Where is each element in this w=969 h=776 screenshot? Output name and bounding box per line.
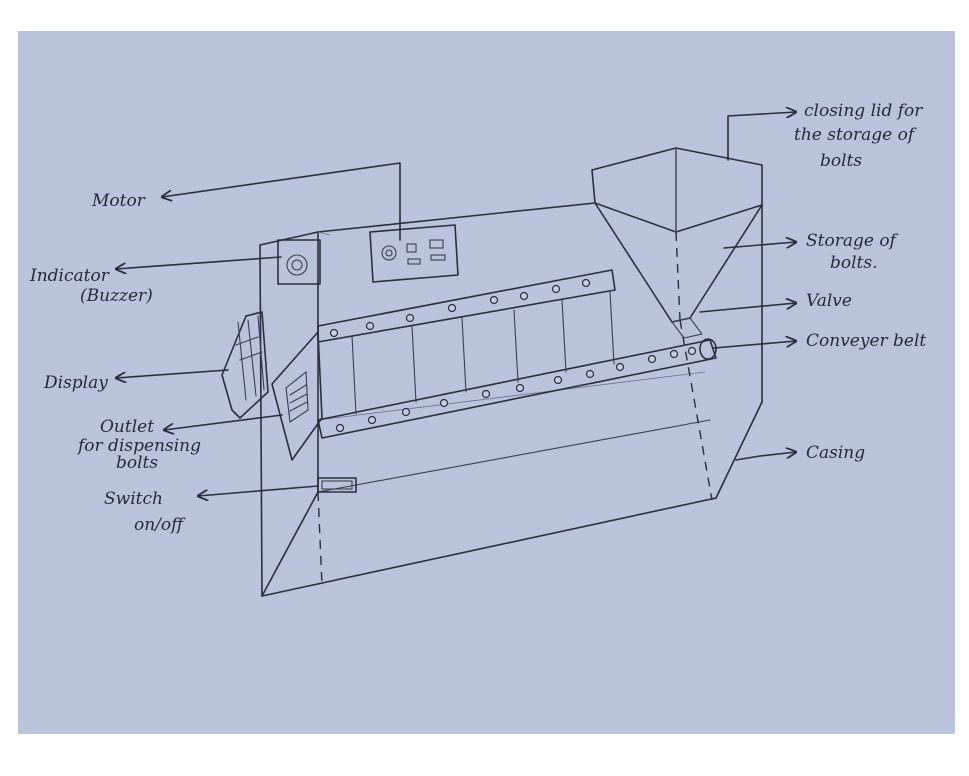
label-conveyor: Conveyer belt	[806, 331, 926, 351]
dispensing-outlet	[272, 332, 322, 460]
label-lid-line3: bolts	[820, 151, 862, 171]
label-lid: closing lid for	[804, 101, 923, 121]
bolt-storage-hopper	[592, 148, 762, 338]
label-indicator-buzzer: (Buzzer)	[80, 286, 153, 306]
label-motor: Motor	[91, 191, 146, 211]
leader-lines	[116, 112, 796, 496]
label-switch: Switch	[104, 489, 163, 509]
label-valve: Valve	[806, 291, 852, 311]
power-switch	[318, 478, 356, 492]
label-casing: Casing	[806, 443, 865, 463]
label-outlet-line3: bolts	[116, 453, 158, 473]
buzzer-indicator	[278, 240, 320, 284]
label-storage: Storage of	[806, 231, 899, 251]
label-storage-line2: bolts.	[830, 253, 878, 273]
label-switch-onoff: on/off	[134, 515, 186, 535]
label-lid-line2: the storage of	[794, 125, 917, 145]
motor-panel	[370, 225, 458, 282]
label-indicator: Indicator	[29, 266, 110, 286]
label-outlet: Outlet	[100, 417, 154, 437]
label-display: Display	[43, 373, 108, 393]
